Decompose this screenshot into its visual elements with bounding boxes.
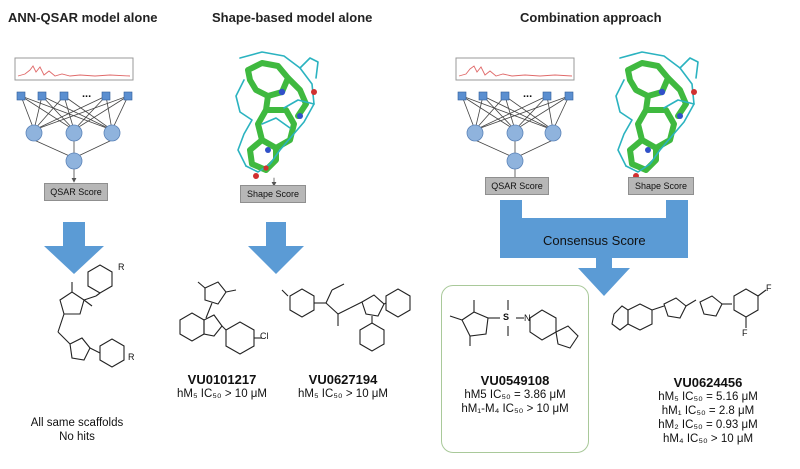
compound-activity: hM₁-M₄ IC₅₀ > 10 μM [461, 403, 569, 415]
atom-label-f2: F [742, 328, 748, 338]
spectrum-trace [17, 65, 131, 77]
compound-activity: hM₅ IC₅₀ = 5.16 μM [658, 391, 758, 403]
compound-vu0549108: VU0549108 hM5 IC₅₀ = 3.86 μM hM₁-M₄ IC₅₀… [445, 373, 585, 416]
structure-vu0624456 [611, 288, 767, 331]
compound-activity: hM₂ IC₅₀ = 0.93 μM [658, 419, 758, 431]
structure-vu0627194 [281, 283, 411, 352]
shape-score-box-2: Shape Score [628, 177, 694, 195]
spectrum-box [14, 57, 134, 81]
compound-activity: hM₅ IC₅₀ > 10 μM [297, 388, 388, 400]
shape-molecule-render [235, 51, 319, 187]
hidden-nodes [25, 124, 121, 170]
structure-vu0101217 [179, 281, 262, 355]
network-ellipsis-2: ... [523, 88, 533, 100]
combo-network [455, 57, 575, 183]
compound-name: VU0627194 [308, 372, 378, 387]
compound-activity: hM5 IC₅₀ = 3.86 μM [464, 389, 566, 401]
consensus-score-label: Consensus Score [543, 233, 646, 248]
atom-label-cl: Cl [260, 331, 269, 341]
r-group-label-1: R [118, 262, 125, 272]
compound-name: VU0549108 [480, 373, 550, 388]
compound-activity: hM₁ IC₅₀ = 2.8 μM [661, 405, 755, 417]
blue-arrows [44, 200, 688, 296]
ann-network [14, 57, 134, 183]
ann-result-text: All same scaffolds No hits [22, 416, 132, 444]
ann-result-line2: No hits [59, 431, 95, 443]
header-ann: ANN-QSAR model alone [8, 10, 158, 25]
compound-vu0624456: VU0624456 hM₅ IC₅₀ = 5.16 μM hM₁ IC₅₀ = … [638, 375, 778, 446]
header-combo: Combination approach [520, 10, 662, 25]
compound-name: VU0101217 [187, 372, 257, 387]
qsar-score-box: QSAR Score [44, 183, 108, 201]
shape-score-box: Shape Score [240, 185, 306, 203]
network-edges [20, 95, 129, 183]
compound-vu0101217: VU0101217 hM₅ IC₅₀ > 10 μM [176, 372, 268, 401]
arrow-ann [44, 222, 104, 274]
structures [57, 264, 767, 368]
spectrum-box-2 [455, 57, 575, 81]
qsar-score-box-2: QSAR Score [485, 177, 549, 195]
compound-activity: hM₄ IC₅₀ > 10 μM [662, 433, 754, 445]
combo-molecule-render [615, 51, 699, 179]
input-nodes [16, 91, 133, 101]
atom-label-s: S [503, 312, 510, 322]
consensus-bracket [500, 200, 688, 296]
atom-label-n: N [524, 313, 531, 323]
structure-vu0549108 [449, 300, 579, 349]
compound-name: VU0624456 [673, 375, 743, 390]
arrow-shape [248, 222, 304, 274]
atom-label-f1: F [766, 283, 772, 293]
hit-highlight-box [441, 285, 589, 453]
ann-result-line1: All same scaffolds [30, 417, 124, 429]
r-group-label-2: R [128, 352, 135, 362]
network-ellipsis: ... [82, 88, 92, 100]
compound-activity: hM₅ IC₅₀ > 10 μM [176, 388, 267, 400]
compound-vu0627194: VU0627194 hM₅ IC₅₀ > 10 μM [297, 372, 389, 401]
header-shape: Shape-based model alone [212, 10, 373, 25]
ann-scaffold [57, 264, 125, 368]
